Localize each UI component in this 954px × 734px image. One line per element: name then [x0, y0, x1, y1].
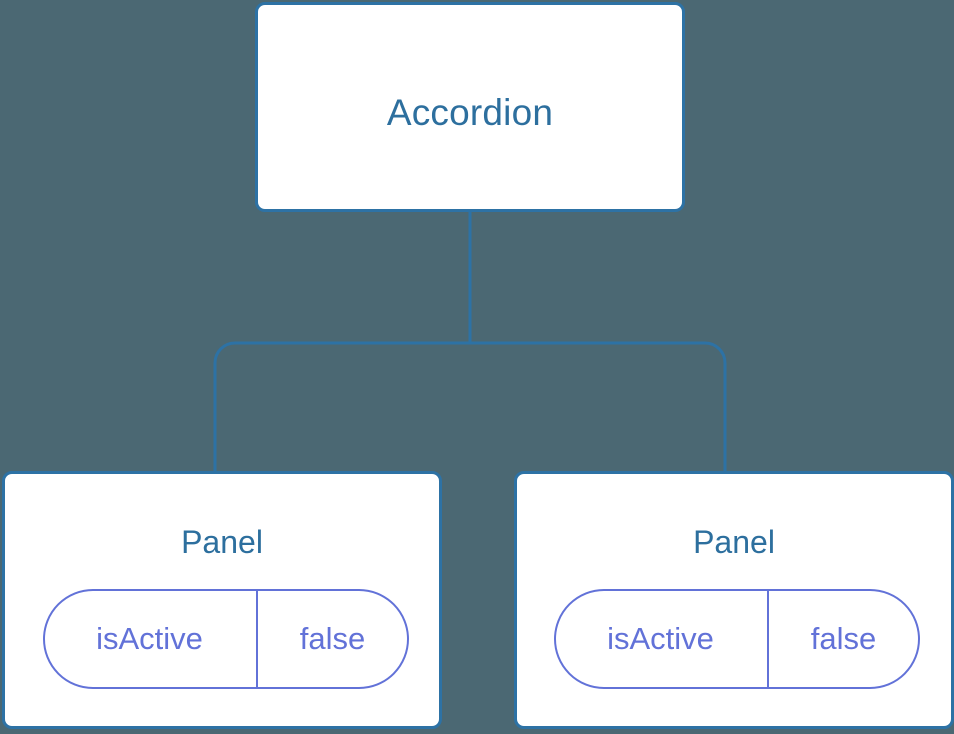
node-panel-0-prop-isactive[interactable]: isActive false: [43, 589, 409, 689]
edge-root-to-panel-0: [213, 341, 470, 474]
node-panel-1[interactable]: Panel isActive false: [514, 471, 954, 729]
node-accordion-label: Accordion: [386, 92, 554, 133]
node-accordion[interactable]: Accordion: [255, 2, 685, 212]
prop-value: false: [810, 621, 877, 656]
node-panel-1-label: Panel: [693, 524, 775, 560]
node-panel-0-label: Panel: [181, 524, 263, 560]
prop-key: isActive: [45, 591, 258, 687]
edge-root-to-panel-1: [470, 341, 727, 474]
prop-value: false: [299, 621, 366, 656]
node-panel-1-prop-isactive[interactable]: isActive false: [554, 589, 920, 689]
prop-key: isActive: [556, 591, 769, 687]
node-panel-0[interactable]: Panel isActive false: [2, 471, 442, 729]
